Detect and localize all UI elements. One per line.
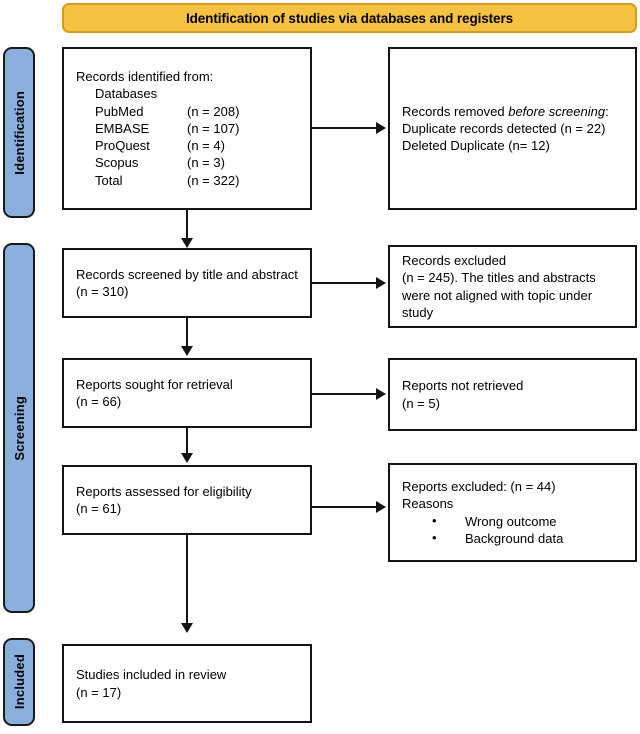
arrowhead-assessed-to-reports-excluded (376, 501, 386, 513)
connector-sought-to-not-retrieved (312, 393, 376, 395)
database-row: PubMed (n = 208) (76, 103, 298, 120)
connector-identified-to-removed (312, 127, 376, 129)
reason-item: Background data (402, 529, 623, 547)
database-count: (n = 3) (187, 155, 225, 171)
arrowhead-identified-to-screened (181, 238, 193, 248)
connector-identified-to-screened (186, 210, 188, 238)
database-row: EMBASE (n = 107) (76, 120, 298, 137)
diagram-banner-title: Identification of studies via databases … (62, 3, 637, 33)
records-identified-heading: Records identified from: (76, 69, 214, 85)
reports-excluded-reasons-heading: Reasons (402, 496, 454, 512)
records-excluded-detail: (n = 245). The titles and abstracts were… (402, 270, 596, 320)
reports-assessed-count: (n = 61) (76, 501, 122, 516)
arrowhead-sought-to-assessed (181, 453, 193, 463)
box-records-identified: Records identified from: Databases PubMe… (62, 47, 312, 210)
reports-not-retrieved-label: Reports not retrieved (402, 378, 524, 394)
database-name: Total (95, 172, 123, 188)
arrowhead-sought-to-not-retrieved (376, 388, 386, 400)
connector-sought-to-assessed (186, 428, 188, 453)
duplicate-records-detected: Duplicate records detected (n = 22) (402, 120, 606, 136)
stage-label-identification-text: Identification (11, 90, 27, 175)
studies-included-label: Studies included in review (76, 667, 227, 683)
box-reports-not-retrieved: Reports not retrieved (n = 5) (388, 358, 637, 431)
database-name: PubMed (95, 103, 144, 119)
database-row: Scopus (n = 3) (76, 154, 298, 171)
box-reports-sought: Reports sought for retrieval (n = 66) (62, 358, 312, 428)
database-count: (n = 208) (187, 103, 240, 119)
records-removed-heading-pre: Records removed (402, 103, 509, 119)
records-removed-heading-italic: before screening (508, 103, 606, 119)
database-row: ProQuest (n = 4) (76, 137, 298, 154)
box-records-removed: Records removed before screening: Duplic… (388, 47, 637, 210)
connector-screened-to-sought (186, 318, 188, 346)
database-row: Total (n = 322) (76, 172, 298, 189)
records-screened-count: (n = 310) (76, 284, 129, 299)
reason-item: Wrong outcome (402, 511, 623, 530)
database-name: ProQuest (95, 138, 150, 154)
box-studies-included: Studies included in review (n = 17) (62, 644, 312, 723)
box-records-excluded: Records excluded (n = 245). The titles a… (388, 245, 637, 328)
arrowhead-screened-to-sought (181, 346, 193, 356)
stage-label-screening: Screening (3, 243, 35, 613)
reports-excluded-label: Reports excluded: (n = 44) (402, 478, 556, 494)
connector-assessed-to-reports-excluded (312, 506, 376, 508)
arrowhead-screened-to-excluded (376, 277, 386, 289)
database-count-list: PubMed (n = 208) EMBASE (n = 107) ProQue… (76, 103, 298, 189)
connector-screened-to-excluded (312, 282, 376, 284)
records-excluded-label: Records excluded (402, 252, 507, 268)
studies-included-count: (n = 17) (76, 684, 122, 700)
arrowhead-identified-to-removed (376, 122, 386, 134)
records-identified-subheading: Databases (95, 86, 158, 102)
stage-label-screening-text: Screening (11, 395, 27, 461)
connector-assessed-to-included (186, 535, 188, 623)
records-removed-heading-post: : (605, 103, 609, 119)
database-count: (n = 107) (187, 120, 240, 136)
box-reports-assessed: Reports assessed for eligibility (n = 61… (62, 465, 312, 535)
stage-label-included: Included (3, 638, 35, 726)
stage-label-included-text: Included (11, 654, 27, 710)
box-records-screened: Records screened by title and abstract (… (62, 248, 312, 318)
reports-sought-count: (n = 66) (76, 394, 122, 409)
deleted-duplicate: Deleted Duplicate (n= 12) (402, 138, 550, 154)
database-count: (n = 4) (187, 138, 225, 154)
records-removed-heading: Records removed before screening: (402, 103, 623, 120)
reports-excluded-reason-list: Wrong outcome Background data (402, 511, 623, 548)
reports-sought-label: Reports sought for retrieval (76, 376, 233, 392)
database-name: Scopus (95, 155, 139, 171)
box-reports-excluded: Reports excluded: (n = 44) Reasons Wrong… (388, 463, 637, 562)
database-name: EMBASE (95, 120, 150, 136)
reports-assessed-label: Reports assessed for eligibility (76, 483, 252, 499)
banner-label: Identification of studies via databases … (185, 10, 514, 26)
database-count: (n = 322) (187, 172, 240, 188)
stage-label-identification: Identification (3, 47, 35, 218)
arrowhead-assessed-to-included (181, 623, 193, 633)
records-screened-label: Records screened by title and abstract (76, 266, 298, 282)
reports-not-retrieved-count: (n = 5) (402, 395, 440, 411)
